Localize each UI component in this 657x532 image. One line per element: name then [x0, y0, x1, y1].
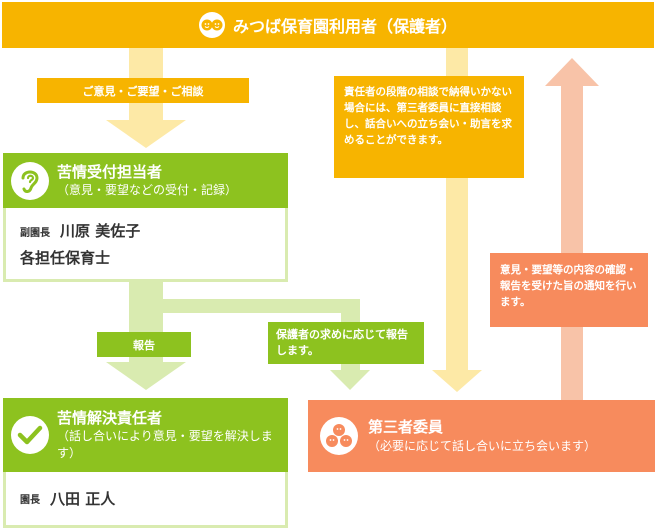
- third-party-note-text: 責任者の段階の相談で納得いかない場合には、第三者委員に直接相談し、話合いへの立ち…: [344, 86, 512, 146]
- connector-third-to-top: [561, 84, 583, 400]
- notify-note: 意見・要望等の内容の確認・報告を受けた旨の通知を行います。: [490, 253, 648, 327]
- resolution-role: 園長: [20, 495, 40, 506]
- reception-subtitle: （意見・要望などの受付・記録）: [57, 182, 238, 197]
- opinion-label-text: ご意見・ご要望・ご相談: [82, 84, 204, 98]
- arrow-down-to-reception: [106, 120, 186, 148]
- connector-reception-to-third: [163, 299, 360, 313]
- third-party-note: 責任者の段階の相談で納得いかない場合には、第三者委員に直接相談し、話合いへの立ち…: [334, 76, 524, 178]
- top-header: みつば保育園利用者（保護者）: [2, 2, 654, 48]
- report-label-text: 報告: [133, 338, 155, 352]
- reception-name: 川原 美佐子: [60, 222, 141, 240]
- three-people-faces-icon: [320, 417, 358, 455]
- arrow-down-to-resolution: [106, 362, 186, 390]
- report-on-request-label: 保護者の求めに応じて報告します。: [268, 322, 424, 364]
- report-on-request-text: 保護者の求めに応じて報告します。: [276, 328, 408, 357]
- reception-body: 副園長 川原 美佐子 各担任保育士: [3, 208, 288, 282]
- resolution-body: 園長 八田 正人: [3, 472, 288, 528]
- third-party-title: 第三者委員: [368, 418, 444, 436]
- reception-staff: 各担任保育士: [20, 249, 111, 267]
- third-party-box: 第三者委員 （必要に応じて話し合いに立ち会います）: [308, 400, 655, 472]
- reception-header: 苦情受付担当者 （意見・要望などの受付・記録）: [3, 153, 288, 208]
- reception-role: 副園長: [20, 228, 50, 239]
- opinion-label: ご意見・ご要望・ご相談: [37, 78, 249, 103]
- resolution-title: 苦情解決責任者: [57, 408, 163, 427]
- arrow-up-to-top: [545, 58, 599, 86]
- checkmark-icon: [11, 416, 49, 454]
- resolution-header: 苦情解決責任者 （話し合いにより意見・要望を解決します）: [3, 398, 288, 472]
- top-title: みつば保育園利用者（保護者）: [232, 17, 457, 36]
- arrow-down-to-third: [432, 370, 482, 392]
- arrow-down-to-third-green: [330, 370, 370, 390]
- two-children-faces-icon: [198, 12, 225, 38]
- ear-icon: [11, 161, 49, 200]
- notify-note-text: 意見・要望等の内容の確認・報告を受けた旨の通知を行います。: [500, 264, 637, 308]
- resolution-subtitle: （話し合いにより意見・要望を解決します）: [57, 428, 273, 460]
- report-label: 報告: [97, 332, 191, 357]
- resolution-name: 八田 正人: [50, 490, 116, 508]
- third-party-subtitle: （必要に応じて話し合いに立ち会います）: [368, 439, 597, 453]
- reception-title: 苦情受付担当者: [57, 162, 163, 181]
